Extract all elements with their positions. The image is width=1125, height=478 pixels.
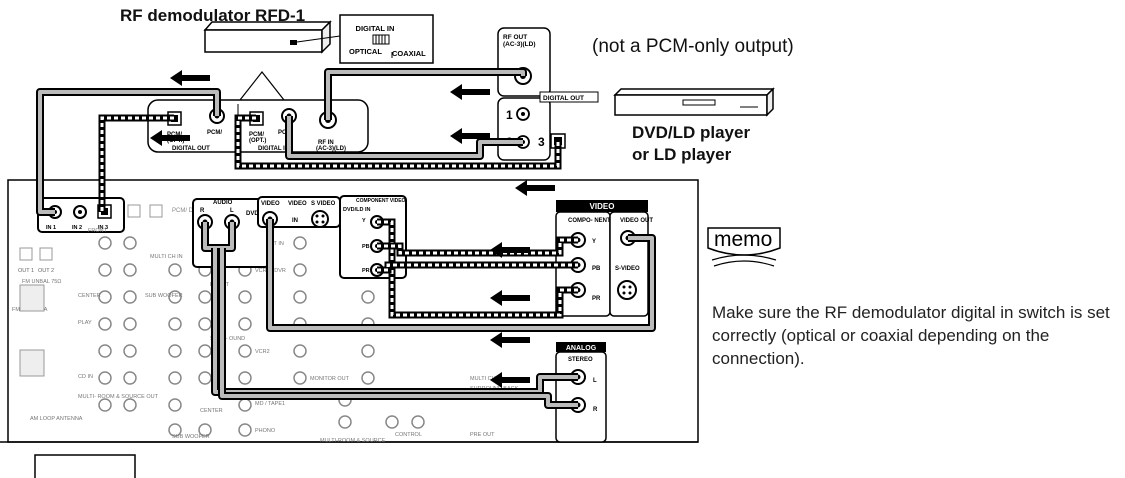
memo-icon: memo xyxy=(707,227,781,267)
signal-arrows xyxy=(150,70,555,388)
svg-text:FRONT: FRONT xyxy=(88,228,108,234)
svg-text:FM UNBAL 75Ω: FM UNBAL 75Ω xyxy=(22,279,61,285)
svg-text:MD / TAPE1: MD / TAPE1 xyxy=(255,401,285,407)
svg-text:PCM/: PCM/ xyxy=(249,132,264,138)
svg-text:RF OUT: RF OUT xyxy=(503,34,527,41)
svg-text:(OPT.): (OPT.) xyxy=(249,138,266,144)
svg-text:AUDIO: AUDIO xyxy=(213,200,233,206)
svg-text:MULTI CH IN: MULTI CH IN xyxy=(150,254,183,260)
memo-text: Make sure the RF demodulator digital in … xyxy=(712,303,1110,368)
svg-text:CENTER: CENTER xyxy=(78,293,101,299)
memo-label: memo xyxy=(714,228,772,251)
svg-text:S-VIDEO: S-VIDEO xyxy=(615,266,640,272)
svg-text:R: R xyxy=(200,208,205,214)
arrow-left-icon xyxy=(490,242,530,258)
svg-text:PB: PB xyxy=(592,266,601,272)
player-video-panel: VIDEO COMPO- NENT VIDEO OUT Y PB PR S-VI… xyxy=(555,200,653,317)
player-analog-panel: ANALOG STEREO L R xyxy=(555,342,607,443)
svg-text:MONITOR OUT: MONITOR OUT xyxy=(310,376,350,382)
svg-text:MULTI-ROOM & SOURCE: MULTI-ROOM & SOURCE xyxy=(320,438,386,444)
svg-text:IN 2: IN 2 xyxy=(72,225,82,231)
svg-text:STEREO: STEREO xyxy=(568,357,593,363)
pcm-note: (not a PCM-only output) xyxy=(592,36,794,57)
digital-in-switch-callout: DIGITAL IN OPTICAL COAXIAL xyxy=(339,14,434,64)
svg-text:CONTROL: CONTROL xyxy=(395,432,422,438)
svg-text:S VIDEO: S VIDEO xyxy=(311,201,336,207)
svg-text:COMPO- NENT: COMPO- NENT xyxy=(568,218,611,224)
rfd-title: RF demodulator RFD-1 xyxy=(120,6,306,25)
svg-text:PB: PB xyxy=(362,244,370,250)
svg-text:DIGITAL OUT: DIGITAL OUT xyxy=(543,95,584,102)
arrow-left-icon xyxy=(170,70,210,86)
optical-cables xyxy=(98,114,578,319)
coax-cables xyxy=(36,68,656,409)
svg-text:CD IN: CD IN xyxy=(78,374,93,380)
dvd-label-line2: or LD player xyxy=(632,145,732,164)
svg-text:DIGITAL OUT: DIGITAL OUT xyxy=(172,146,210,152)
svg-text:VIDEO: VIDEO xyxy=(288,201,307,207)
arrow-left-icon xyxy=(490,290,530,306)
arrow-left-icon xyxy=(490,372,530,388)
arrow-left-icon xyxy=(450,128,490,144)
svg-text:VIDEO: VIDEO xyxy=(590,202,615,211)
rfd-rear-panel: PCM/ (OPT.) PCM/ DIGITAL OUT PCM/ (OPT.)… xyxy=(147,99,369,153)
svg-text:ANALOG: ANALOG xyxy=(566,345,597,352)
svg-text:L: L xyxy=(230,208,234,214)
rfd-unit xyxy=(203,20,341,54)
svg-text:PR: PR xyxy=(362,268,370,274)
svg-text:PHONO: PHONO xyxy=(255,428,276,434)
arrow-left-icon xyxy=(515,180,555,196)
svg-text:PRE OUT: PRE OUT xyxy=(470,432,495,438)
svg-text:COMPONENT VIDEO: COMPONENT VIDEO xyxy=(356,198,406,204)
svg-text:IN 3: IN 3 xyxy=(98,225,108,231)
svg-text:VIDEO OUT: VIDEO OUT xyxy=(620,218,653,224)
svg-text:AM LOOP ANTENNA: AM LOOP ANTENNA xyxy=(30,416,83,422)
svg-text:VIDEO: VIDEO xyxy=(261,201,280,207)
switch-title: DIGITAL IN xyxy=(356,24,395,33)
svg-text:PLAY: PLAY xyxy=(78,320,92,326)
svg-text:MULTI- ROOM & SOURCE OUT: MULTI- ROOM & SOURCE OUT xyxy=(78,394,159,400)
svg-text:L: L xyxy=(593,378,597,384)
svg-text:MULTI CH IN: MULTI CH IN xyxy=(470,376,503,382)
svg-text:CENTER: CENTER xyxy=(200,408,223,414)
svg-text:DVD/LD IN: DVD/LD IN xyxy=(343,207,371,213)
svg-text:Y: Y xyxy=(592,239,596,245)
dvd-player-icon xyxy=(613,87,775,117)
svg-text:3: 3 xyxy=(538,135,545,149)
svg-text:IN 1: IN 1 xyxy=(46,225,56,231)
svg-text:(AC-3)(LD): (AC-3)(LD) xyxy=(503,41,536,48)
svg-text:OUT 1: OUT 1 xyxy=(18,268,34,274)
svg-text:OUT 2: OUT 2 xyxy=(38,268,54,274)
arrow-left-icon xyxy=(450,84,490,100)
svg-text:SUB WOOFER: SUB WOOFER xyxy=(145,293,183,299)
svg-text:VCR2: VCR2 xyxy=(255,349,270,355)
svg-text:PCM/: PCM/ xyxy=(207,130,222,136)
svg-text:DIGITAL IN: DIGITAL IN xyxy=(258,146,289,152)
svg-text:PR: PR xyxy=(592,296,601,302)
svg-text:SURR- OUND: SURR- OUND xyxy=(210,336,245,342)
svg-text:IN: IN xyxy=(292,218,298,224)
arrow-left-icon xyxy=(490,332,530,348)
svg-text:Y: Y xyxy=(362,218,366,224)
arrow-left-icon xyxy=(150,130,190,146)
svg-text:1: 1 xyxy=(506,108,513,122)
dvd-label-line1: DVD/LD player xyxy=(632,123,751,142)
svg-text:R: R xyxy=(593,407,598,413)
svg-text:SUB WOOFER: SUB WOOFER xyxy=(172,434,210,440)
svg-text:RF IN: RF IN xyxy=(318,140,334,146)
switch-optical: OPTICAL xyxy=(349,47,382,56)
switch-coaxial: COAXIAL xyxy=(392,49,426,58)
dvd-player-label: DVD/LD player or LD player xyxy=(632,122,750,166)
svg-text:(AC-3)(LD): (AC-3)(LD) xyxy=(316,146,346,152)
